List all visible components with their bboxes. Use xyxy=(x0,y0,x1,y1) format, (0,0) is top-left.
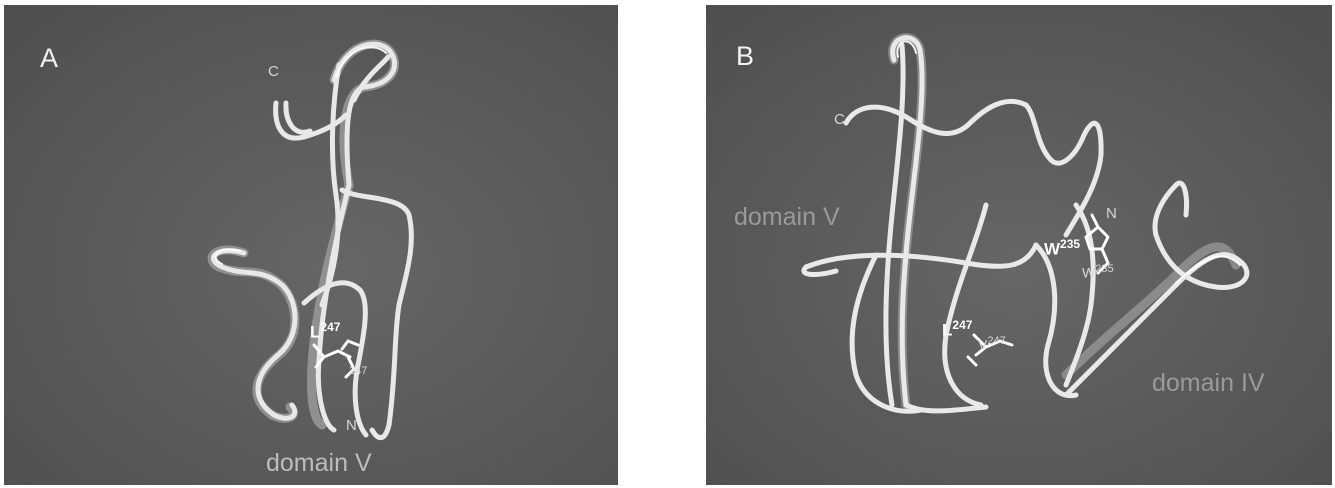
panel-a-structure xyxy=(4,5,618,485)
panel-b-residue-l247-name: L xyxy=(942,321,952,340)
panel-b-residue-w235-b-name: W xyxy=(1082,265,1095,281)
panel-b-background xyxy=(706,5,1332,485)
panel-b-residue-v247-number: 247 xyxy=(987,335,1005,347)
panel-a-domain-v-label: domain V xyxy=(266,449,372,478)
panel-b-residue-w235-a: W235 xyxy=(1044,237,1080,260)
panel-a-c-terminus-label: C xyxy=(268,63,279,80)
panel-a-residue-l247: L247 xyxy=(310,320,340,343)
panel-b-n-terminus-label: N xyxy=(1106,205,1117,222)
panel-b-residue-v247-name: V xyxy=(978,337,987,353)
panel-b-residue-w235-b: W235 xyxy=(1082,263,1114,281)
panel-b: B C N W235 W235 L247 V247 domain V domai… xyxy=(706,5,1332,485)
panel-a-residue-l247-name: L xyxy=(310,323,320,342)
panel-b-residue-w235-a-name: W xyxy=(1044,240,1060,259)
panel-b-domain-v-label: domain V xyxy=(734,203,840,232)
panel-b-c-terminus-label: C xyxy=(834,111,845,128)
panel-b-residue-l247: L247 xyxy=(942,318,972,341)
panel-a-residue-v247-number: 247 xyxy=(349,365,367,377)
panel-a: A C N L247 247 domain V xyxy=(4,5,618,485)
panel-b-domain-iv-label: domain IV xyxy=(1152,369,1265,398)
panel-b-residue-w235-a-number: 235 xyxy=(1060,237,1080,251)
panel-b-label: B xyxy=(736,41,754,72)
panel-b-residue-l247-number: 247 xyxy=(952,318,972,332)
panel-a-residue-l247-number: 247 xyxy=(320,320,340,334)
panel-b-structure xyxy=(706,5,1332,485)
panel-b-residue-w235-b-number: 235 xyxy=(1095,263,1113,275)
panel-a-label: A xyxy=(40,43,58,74)
panel-a-n-terminus-label: N xyxy=(346,417,357,434)
panel-b-residue-v247: V247 xyxy=(978,335,1006,353)
panel-a-residue-v247: 247 xyxy=(349,365,367,383)
